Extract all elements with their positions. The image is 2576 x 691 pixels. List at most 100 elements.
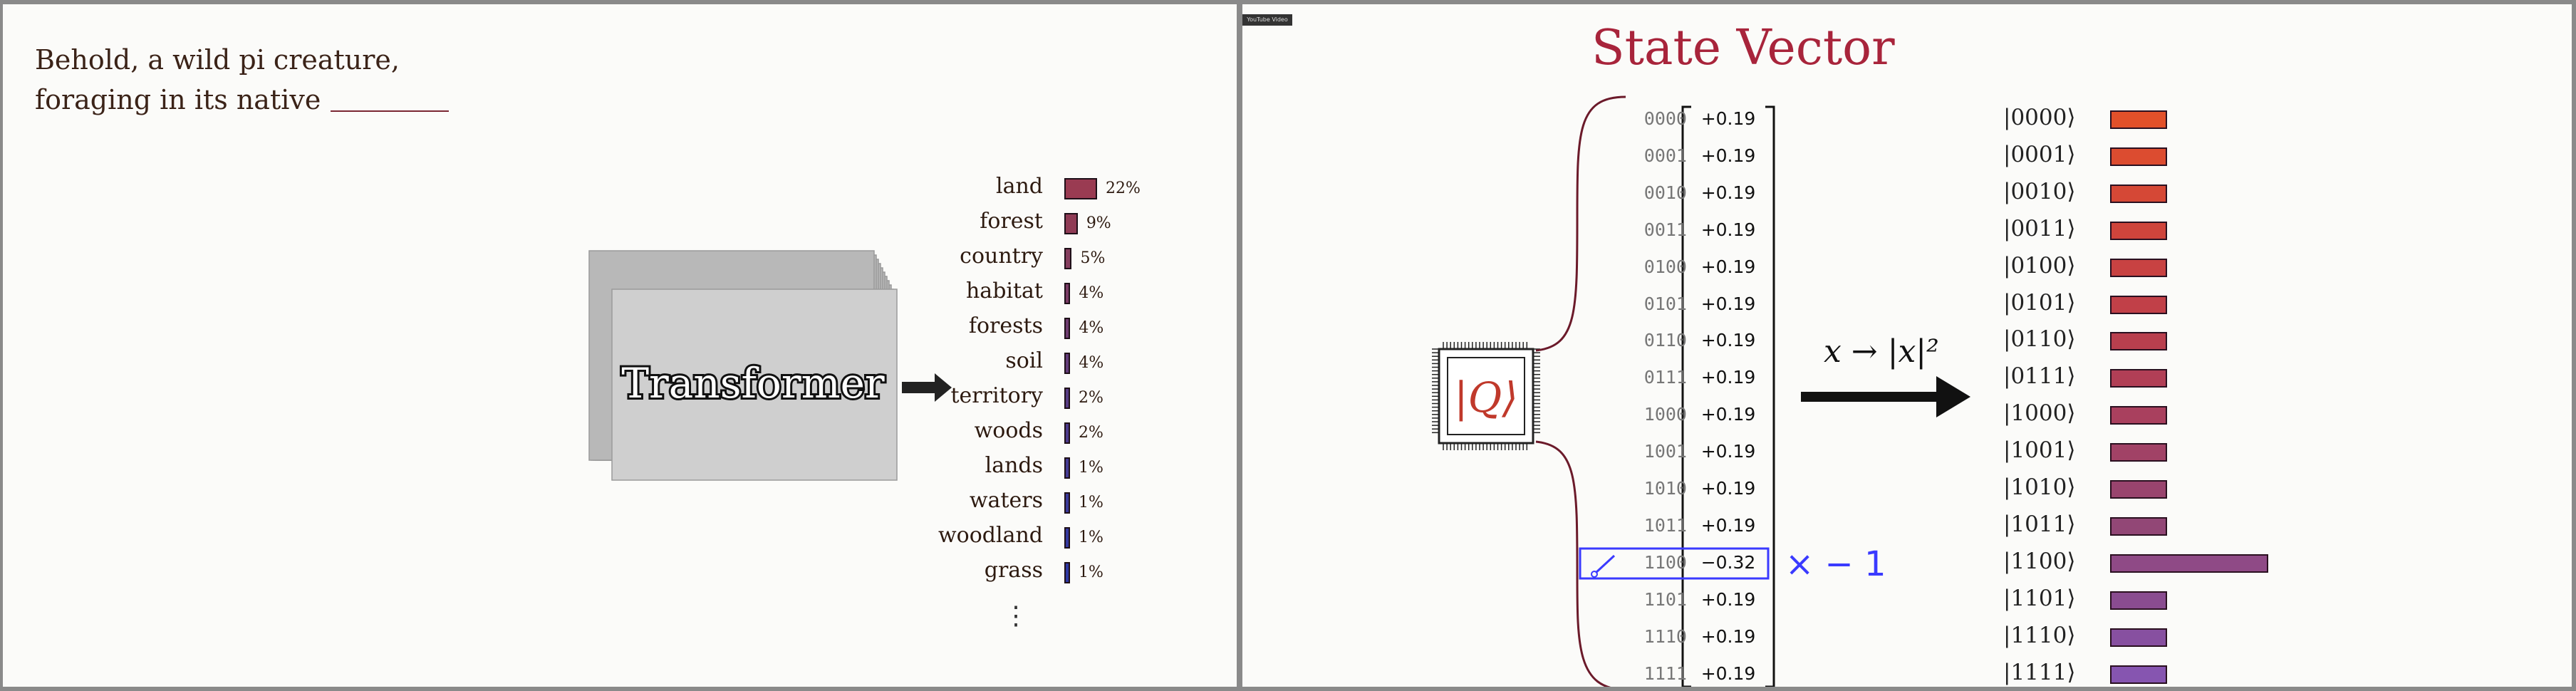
basis-ket: |1110⟩ xyxy=(2003,622,2076,648)
transformer-block: Transformer xyxy=(588,250,898,481)
amplitude-value: +0.19 xyxy=(1700,108,1756,129)
prediction-percent: 4% xyxy=(1079,319,1104,337)
basis-index: 0000 xyxy=(1643,108,1687,129)
probability-bar xyxy=(2110,443,2167,462)
prediction-bar xyxy=(1064,213,1078,234)
amplitude-value: +0.19 xyxy=(1700,625,1756,647)
layer-stack xyxy=(588,250,898,481)
basis-ket: |1001⟩ xyxy=(2003,437,2076,464)
probability-bar xyxy=(2110,147,2167,166)
prediction-bar xyxy=(1064,527,1070,549)
amplitude-value: +0.19 xyxy=(1700,663,1756,684)
prediction-token: habitat xyxy=(965,279,1043,303)
probability-bar xyxy=(2110,516,2167,536)
basis-ket: |0101⟩ xyxy=(2003,289,2076,316)
probability-bar xyxy=(2110,332,2167,351)
prediction-percent: 4% xyxy=(1079,354,1104,372)
basis-index: 1101 xyxy=(1643,588,1687,610)
probability-bar xyxy=(2110,184,2167,203)
probability-bar xyxy=(2110,591,2167,610)
basis-index: 0010 xyxy=(1643,182,1687,203)
prediction-percent: 5% xyxy=(1080,249,1106,267)
prediction-bar xyxy=(1064,353,1071,374)
amplitude-value: +0.19 xyxy=(1700,293,1756,314)
basis-ket: |0100⟩ xyxy=(2003,252,2076,279)
basis-index: 1001 xyxy=(1643,441,1687,462)
basis-index: 0110 xyxy=(1643,330,1687,351)
basis-ket: |1011⟩ xyxy=(2003,511,2076,537)
prediction-percent: 9% xyxy=(1086,214,1111,232)
prompt-blank xyxy=(331,93,450,112)
prediction-bar xyxy=(1064,248,1072,269)
probability-bar xyxy=(2110,665,2167,684)
amplitude-value: +0.19 xyxy=(1700,219,1756,240)
probability-bar xyxy=(2110,221,2167,240)
prediction-token: waters xyxy=(969,488,1043,513)
prediction-token: land xyxy=(995,174,1043,199)
amplitude-value: +0.19 xyxy=(1700,514,1756,536)
basis-ket: |1000⟩ xyxy=(2003,400,2076,427)
basis-index: 0100 xyxy=(1643,256,1687,277)
basis-index: 1011 xyxy=(1643,514,1687,536)
prediction-percent: 2% xyxy=(1079,389,1103,407)
prediction-bar xyxy=(1064,388,1070,409)
transformer-panel: Behold, a wild pi creature, foraging in … xyxy=(3,4,1237,687)
prediction-token: soil xyxy=(1005,348,1043,373)
probability-bar xyxy=(2110,406,2167,425)
basis-ket: |1100⟩ xyxy=(2003,548,2076,574)
prompt-text: Behold, a wild pi creature, foraging in … xyxy=(35,40,450,120)
prediction-bar xyxy=(1064,457,1070,479)
basis-index: 1100 xyxy=(1643,551,1687,573)
probability-bar xyxy=(2110,258,2167,277)
amplitude-value: +0.19 xyxy=(1700,145,1756,166)
probability-bar xyxy=(2110,628,2167,647)
prediction-token: country xyxy=(960,244,1043,269)
amplitude-value: +0.19 xyxy=(1700,367,1756,388)
amplitude-value: +0.19 xyxy=(1700,441,1756,462)
basis-ket: |0111⟩ xyxy=(2003,363,2076,390)
prompt-line-1: Behold, a wild pi creature, xyxy=(35,44,400,76)
vector-right-bracket xyxy=(1765,105,1775,687)
basis-index: 0011 xyxy=(1643,219,1687,240)
state-vector-diagram: |Q⟩ × − 1 x → |x|² xyxy=(1432,95,1970,687)
state-vector-panel: YouTube Video State Vector |Q⟩ × − 1 x →… xyxy=(1242,4,2572,687)
prediction-percent: 1% xyxy=(1079,494,1103,511)
prediction-token: forest xyxy=(980,209,1043,234)
amplitude-value: +0.19 xyxy=(1700,478,1756,499)
prediction-token: forests xyxy=(968,313,1043,338)
basis-index: 1111 xyxy=(1643,663,1687,684)
prediction-token: woodland xyxy=(938,523,1043,548)
lower-brace xyxy=(1535,440,1611,687)
amplitude-value: −0.32 xyxy=(1700,551,1756,573)
prediction-token: woods xyxy=(974,418,1043,443)
prediction-percent: 2% xyxy=(1079,424,1103,442)
basis-ket: |1111⟩ xyxy=(2003,659,2076,685)
transformer-layer xyxy=(611,289,898,481)
panel-title: State Vector xyxy=(1591,20,1895,76)
probability-bar xyxy=(2110,369,2167,388)
prediction-token: lands xyxy=(985,453,1043,478)
square-map-label: x → |x|² xyxy=(1824,333,1939,370)
prediction-token: grass xyxy=(984,558,1043,583)
basis-index: 1010 xyxy=(1643,478,1687,499)
prediction-percent: 1% xyxy=(1079,563,1103,581)
more-ellipsis: ⋮ xyxy=(1003,601,1029,630)
basis-ket: |0011⟩ xyxy=(2003,215,2076,241)
probability-bar xyxy=(2110,480,2167,499)
amplitude-value: +0.19 xyxy=(1700,182,1756,203)
prompt-line-2-text: foraging in its native xyxy=(35,84,321,115)
arrow-right-icon xyxy=(902,373,952,402)
probability-bar xyxy=(2110,295,2167,314)
probability-bar xyxy=(2110,110,2167,129)
basis-ket: |0010⟩ xyxy=(2003,178,2076,204)
basis-ket: |1101⟩ xyxy=(2003,585,2076,611)
quantum-chip-icon xyxy=(1432,342,1540,450)
prediction-bar xyxy=(1064,283,1071,304)
basis-index: 0101 xyxy=(1643,293,1687,314)
video-badge: YouTube Video xyxy=(1242,14,1292,26)
probability-bar xyxy=(2110,554,2268,573)
selected-row-highlight[interactable] xyxy=(1579,547,1770,580)
prediction-bar xyxy=(1064,422,1070,444)
basis-index: 0001 xyxy=(1643,145,1687,166)
multiplier-label: × − 1 xyxy=(1785,544,1886,584)
